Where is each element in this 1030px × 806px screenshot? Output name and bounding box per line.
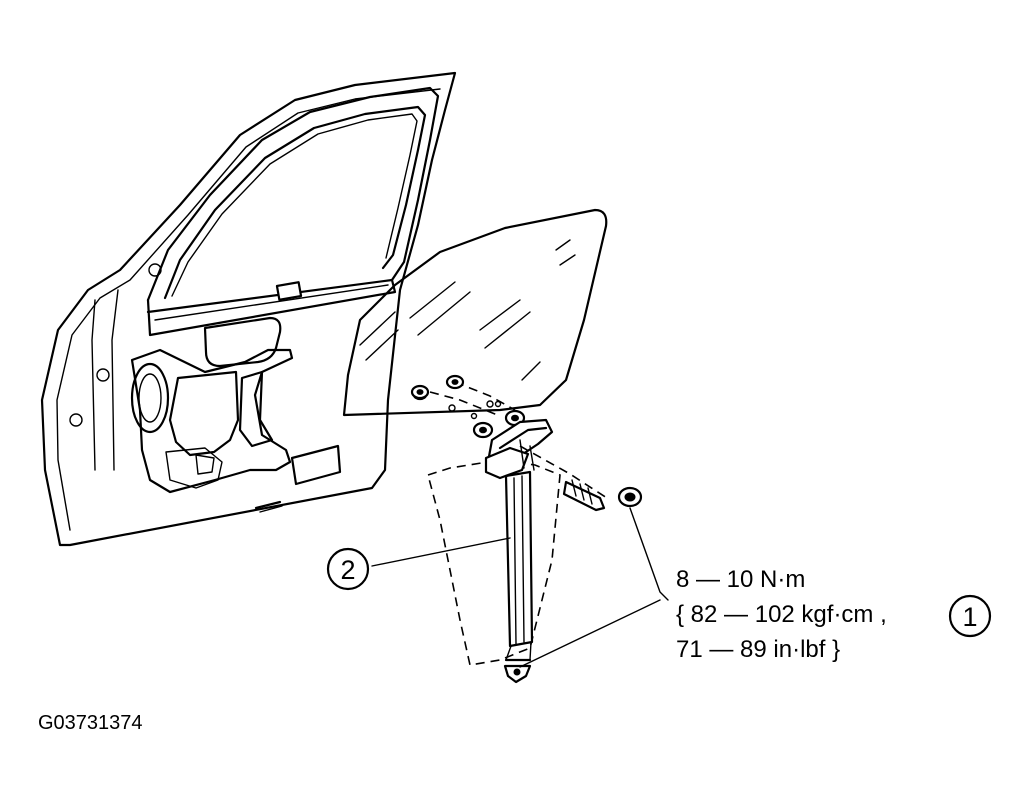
- torque-spec: 8 — 10 N·m { 82 — 102 kgf·cm , 71 — 89 i…: [676, 566, 887, 663]
- torque-spec-line-1: 8 — 10 N·m: [676, 566, 805, 593]
- callout-1-number: 1: [962, 602, 977, 632]
- callout-2-number: 2: [340, 555, 355, 585]
- glass-lowered-outline: [427, 459, 561, 666]
- callout-1: 1: [948, 594, 992, 638]
- torque-spec-line-2: { 82 — 102 kgf·cm ,: [676, 601, 887, 628]
- figure-id: G03731374: [38, 712, 143, 734]
- door-panel: [40, 71, 457, 547]
- glass-run-channel: [484, 418, 554, 684]
- door-glass: [342, 208, 608, 417]
- bracket-bolt: [519, 445, 643, 512]
- callout-2: 2: [326, 547, 370, 591]
- torque-spec-line-3: 71 — 89 in·lbf }: [676, 636, 840, 663]
- glass-fasteners: [410, 374, 526, 439]
- leader-lines: [371, 507, 669, 668]
